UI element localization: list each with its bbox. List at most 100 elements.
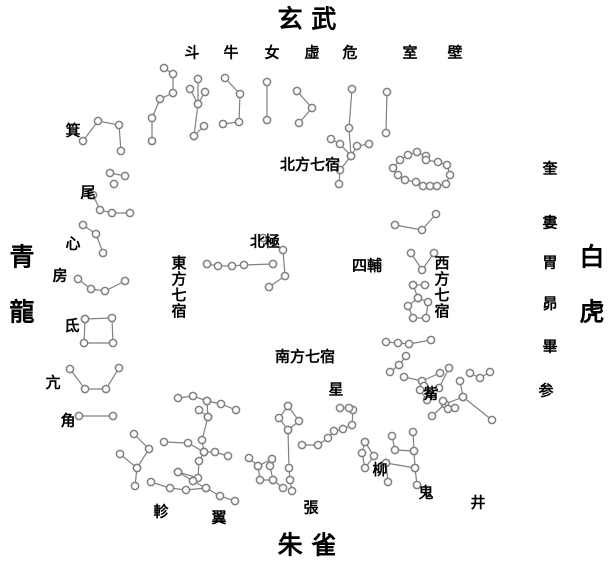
star [116,146,126,156]
star [485,367,495,377]
mansion-shen: 参 [538,381,554,400]
star [425,181,435,191]
star [390,445,400,455]
constellation-wei [292,86,317,128]
star [262,77,272,87]
star [429,248,439,258]
constellation-line [385,339,432,345]
star [194,405,204,415]
star [73,274,83,284]
star [155,94,165,104]
star [294,118,304,128]
star [415,385,425,395]
star [387,431,397,441]
star [173,467,183,477]
star [202,259,212,269]
star [239,260,249,270]
star [385,367,395,377]
mansion-fang: 房 [52,266,68,285]
four-aides-label: 四輔 [351,256,383,275]
star [412,147,422,157]
star [227,261,237,271]
star [347,420,357,430]
star [393,170,403,180]
star [173,393,183,403]
star [413,293,423,303]
star [381,337,391,347]
star [223,451,233,461]
star [234,117,244,127]
star [487,415,497,425]
star [403,301,413,311]
constellation-line [462,396,493,421]
mansion-bi: 壁 [447,43,463,62]
star [168,69,178,79]
star [201,483,211,493]
star [188,476,198,486]
star [268,475,278,485]
star [216,399,226,409]
south-symbol-label: 朱 雀 [277,530,337,560]
star [383,477,393,487]
star [213,261,223,271]
star [86,284,96,294]
star [159,437,169,447]
mansion-jiao: 角 [60,411,76,430]
star [412,480,422,490]
star [159,63,169,73]
west-symbol-label-1: 白 [579,242,605,272]
constellation-yi [146,391,241,506]
star [390,220,400,230]
star [394,360,404,370]
star [418,181,428,191]
star [244,453,254,463]
constellation-kang [65,363,124,394]
star [335,139,345,149]
star [199,447,209,457]
star [475,373,485,383]
star [410,463,420,473]
star [267,454,277,464]
star [427,411,437,421]
star [193,74,203,84]
constellation-line [394,213,437,231]
star [193,99,203,109]
star [202,396,212,406]
mansion-zhang: 張 [303,498,319,517]
star [426,335,436,345]
star [74,411,84,421]
star [107,313,117,323]
star [264,282,274,292]
star [79,338,89,348]
star [422,395,432,405]
constellation-line [82,120,122,152]
constellation-biN [381,335,454,393]
star [344,123,354,133]
star [188,391,198,401]
star [280,271,290,281]
star [433,157,443,167]
star [120,276,130,286]
star [450,403,460,413]
star [335,165,345,175]
star [253,461,263,471]
star [108,338,118,348]
star [93,116,103,126]
constellation-gui [357,437,379,473]
constellation-zhang [244,453,288,493]
constellation-niu [185,74,210,141]
constellation-line [177,451,205,479]
star [326,134,336,144]
star [441,179,451,189]
star [445,170,455,180]
star [408,280,418,290]
mansion-ji: 箕 [65,121,81,140]
star [313,440,323,450]
star [181,485,191,495]
star [218,119,228,129]
star [230,496,240,506]
mansion-kui: 奎 [542,159,558,178]
star [189,131,199,141]
star [420,280,430,290]
